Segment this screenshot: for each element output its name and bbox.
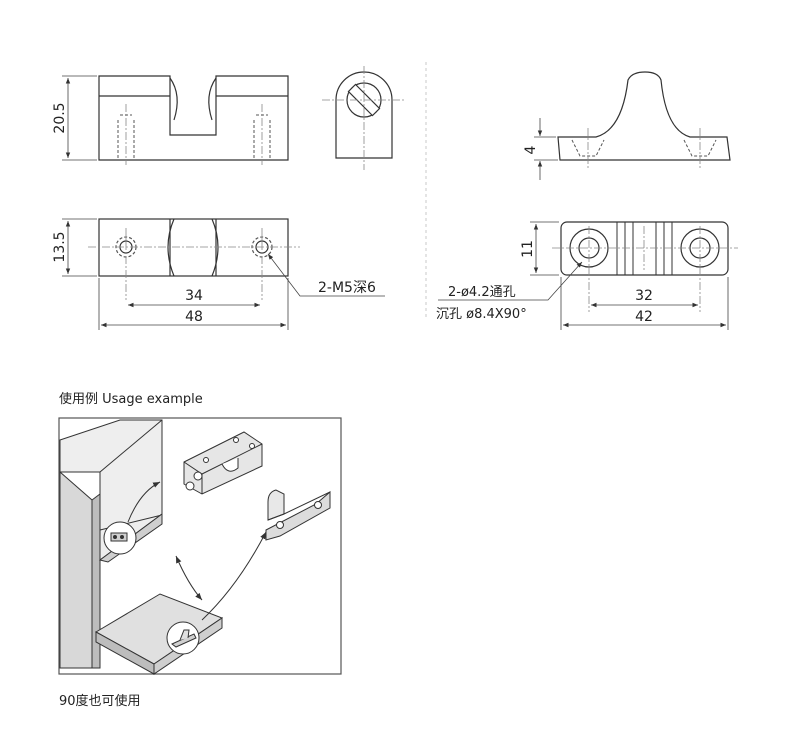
dimension-label-length-left: 48 (185, 309, 203, 325)
dimension-height-left (62, 75, 97, 161)
angle-note: 90度也可使用 (59, 694, 141, 709)
dimension-lines-right-bottom (438, 261, 729, 330)
dimension-width-right (530, 221, 559, 276)
dimension-label-height-right: 4 (523, 145, 539, 154)
dimension-width-left (62, 218, 97, 277)
part-b-front-view (557, 71, 731, 168)
usage-illustration (59, 419, 331, 675)
through-hole-note: 2-ø4.2通孔 (448, 285, 516, 300)
countersink-note: 沉孔 ø8.4X90° (436, 307, 527, 322)
part-a-top-view (88, 218, 300, 300)
dimension-label-width-right: 11 (520, 240, 536, 258)
thread-note: 2-M5深6 (318, 280, 376, 296)
dimension-label-hole-spacing-left: 34 (185, 288, 203, 304)
dimension-height-right (534, 118, 558, 180)
dimension-label-hole-spacing-right: 32 (635, 288, 653, 304)
dimension-label-height-left: 20.5 (52, 102, 68, 133)
dimension-lines-left-bottom (98, 253, 385, 330)
part-b-top-view (552, 221, 738, 312)
dimension-label-width-left: 13.5 (52, 231, 68, 262)
part-a-side-view (322, 66, 406, 170)
part-a-front-view (98, 75, 289, 165)
usage-title: 使用例 Usage example (59, 392, 203, 407)
dimension-label-length-right: 42 (635, 309, 653, 325)
